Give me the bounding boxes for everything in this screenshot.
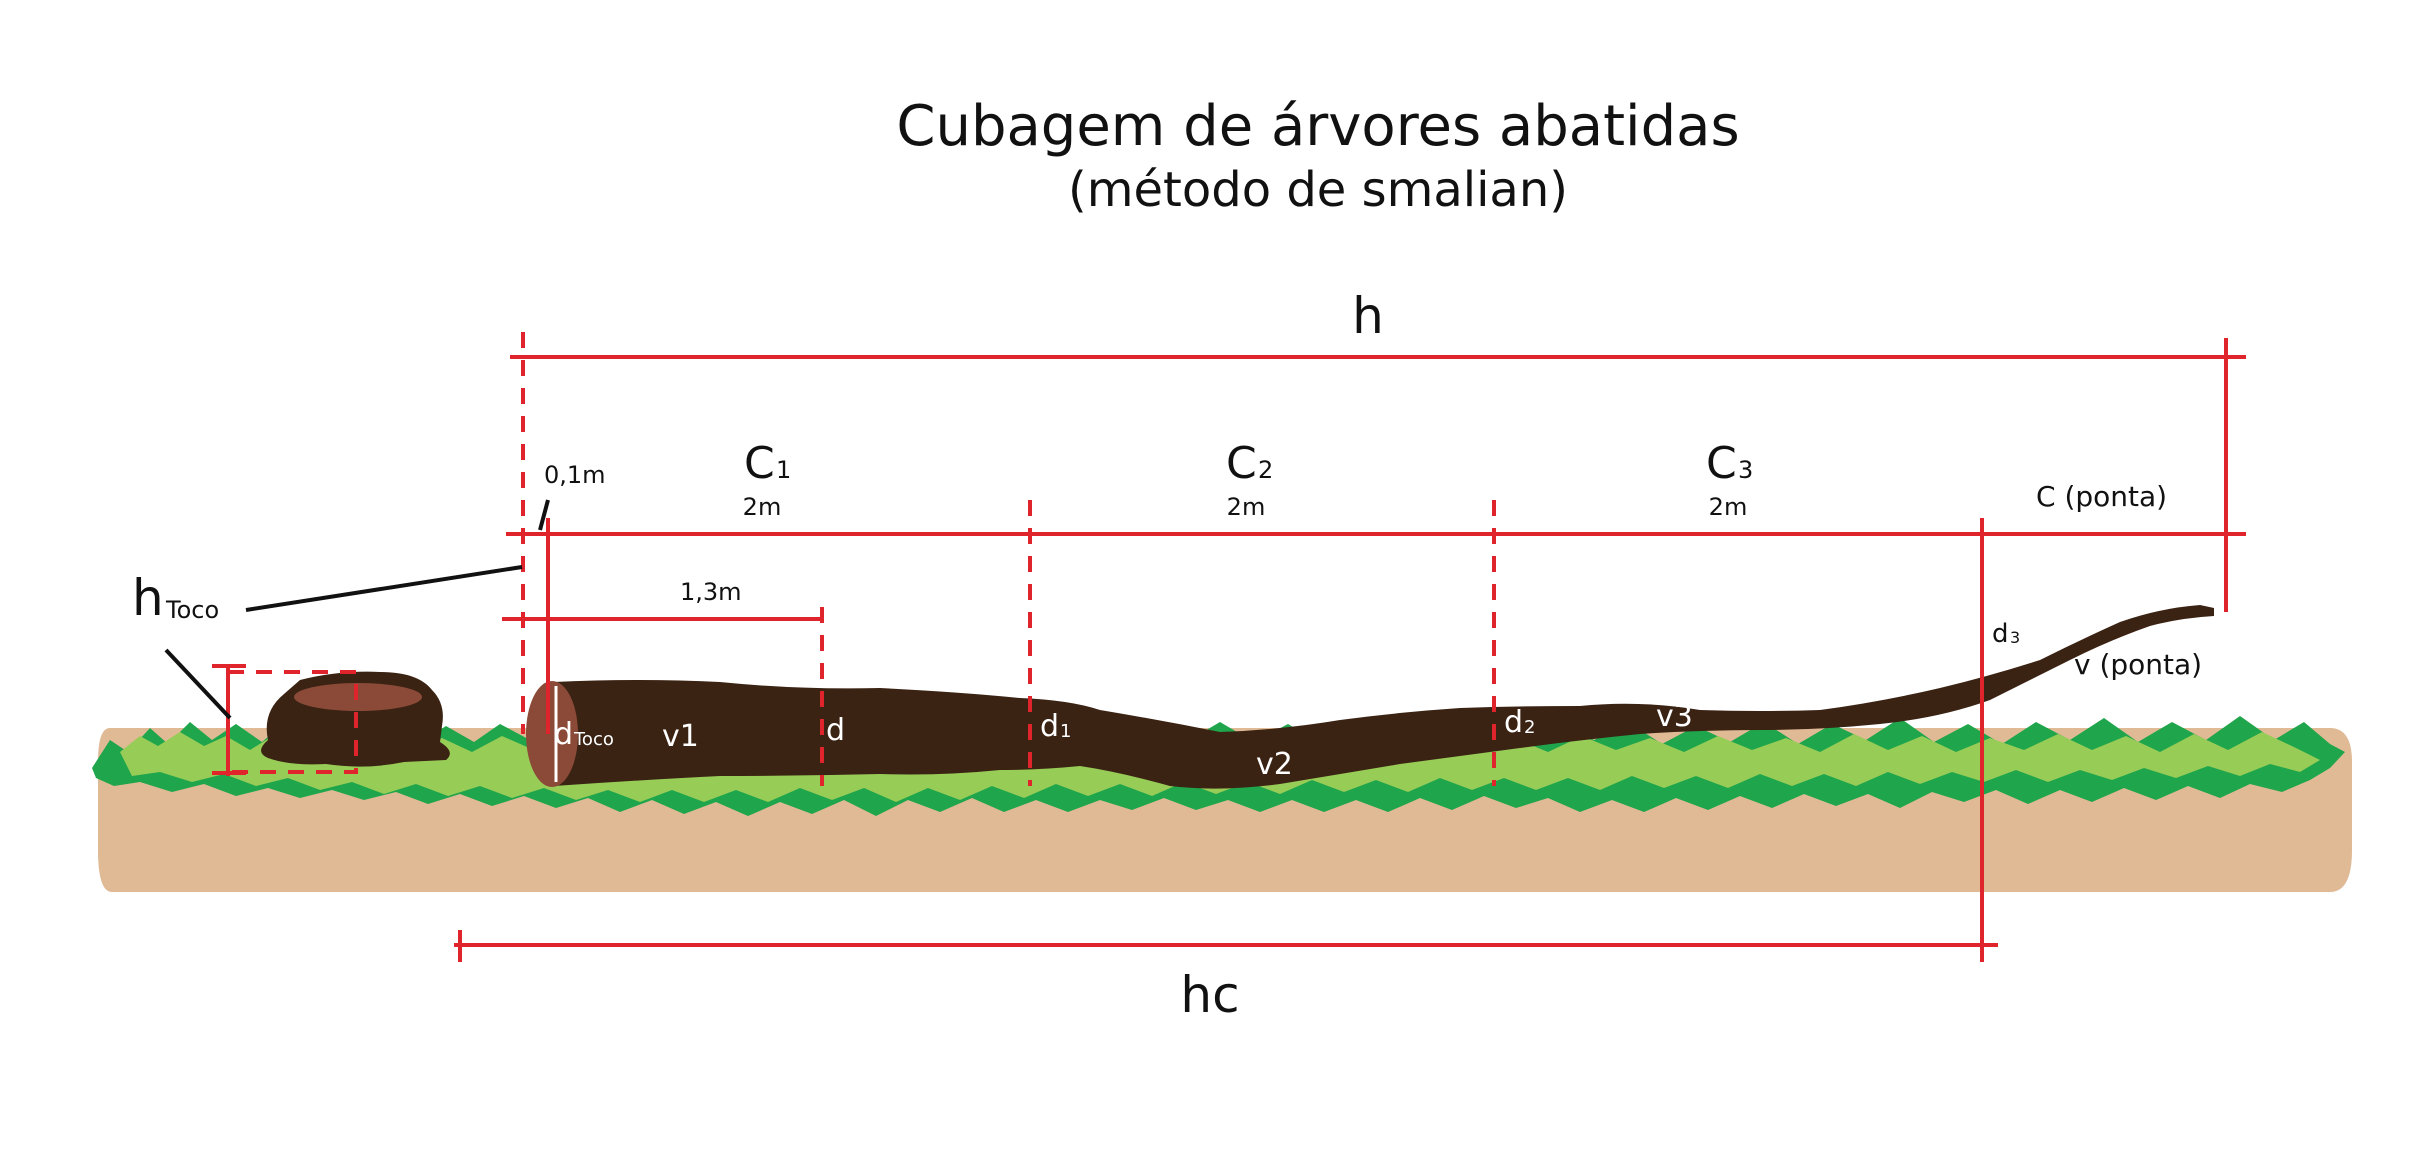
section-dashes [226, 332, 1496, 786]
d-label: d [826, 713, 845, 748]
v-ponta-label: v (ponta) [2074, 648, 2202, 681]
d3-label: d 3 [1992, 619, 2020, 649]
c-ponta-label: C (ponta) [2036, 480, 2167, 513]
d2-label: d 2 [1504, 705, 1535, 740]
d-toco-label: d Toco [554, 717, 614, 752]
v3-label: v3 [1656, 699, 1693, 734]
svg-text:2m: 2m [1709, 493, 1748, 521]
svg-text:Toco: Toco [165, 596, 219, 624]
svg-text:2: 2 [1524, 717, 1535, 738]
svg-text:1: 1 [776, 456, 791, 484]
svg-text:d: d [1040, 709, 1059, 744]
offset-0-1m-label: 0,1m [544, 461, 606, 489]
dap-height-label: 1,3m [680, 578, 742, 606]
svg-text:2m: 2m [1227, 493, 1266, 521]
leader-lines [164, 499, 550, 720]
c3-label: C 3 2m [1706, 438, 1753, 521]
h-label: h [1352, 287, 1384, 345]
svg-text:1: 1 [1060, 721, 1071, 742]
svg-text:3: 3 [1738, 456, 1753, 484]
svg-text:C: C [744, 438, 775, 489]
svg-text:2: 2 [1258, 456, 1273, 484]
svg-text:C: C [1226, 438, 1257, 489]
svg-text:2m: 2m [743, 493, 782, 521]
c1-label: C 1 2m [743, 438, 792, 521]
svg-text:d: d [1504, 705, 1523, 740]
svg-text:3: 3 [2010, 628, 2020, 647]
v1-label: v1 [662, 719, 699, 754]
diagram-title: Cubagem de árvores abatidas [896, 94, 1739, 159]
svg-text:C: C [1706, 438, 1737, 489]
svg-text:h: h [132, 569, 164, 627]
measurement-lines [212, 338, 2246, 962]
svg-text:d: d [1992, 619, 2009, 649]
h-toco-label: h Toco [132, 569, 219, 627]
felled-trunk-icon [526, 605, 2214, 789]
svg-text:Toco: Toco [573, 729, 614, 750]
hc-label: hc [1180, 966, 1239, 1024]
d1-label: d 1 [1040, 709, 1071, 744]
c2-label: C 2 2m [1226, 438, 1273, 521]
v2-label: v2 [1256, 747, 1293, 782]
diagram-subtitle: (método de smalian) [1068, 162, 1568, 218]
stump-box [226, 670, 358, 774]
svg-text:d: d [554, 717, 573, 752]
